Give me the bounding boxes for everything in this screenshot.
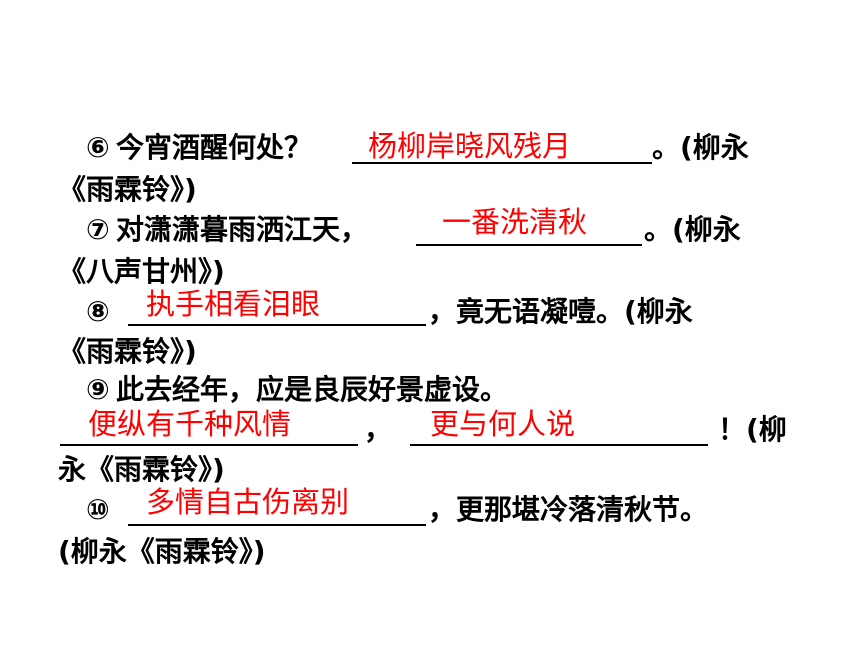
- item-10-label: ⑩: [86, 493, 110, 526]
- item-9-blank-1: [60, 444, 358, 446]
- item-9-source: 永《雨霖铃》): [58, 453, 225, 486]
- item-10-blank: [128, 524, 426, 526]
- item-9-comma: ，: [364, 413, 393, 446]
- item-9-label: ⑨: [86, 373, 110, 406]
- item-6-text: 今宵酒醒何处？: [116, 131, 313, 164]
- item-7-answer: 一番洗清秋: [442, 205, 588, 239]
- item-7-text: 对潇潇暮雨洒江天，: [116, 213, 369, 246]
- item-8-label: ⑧: [86, 295, 110, 328]
- item-6-label: ⑥: [86, 131, 110, 164]
- item-9-tail: ！(柳: [718, 413, 787, 446]
- item-6-tail: 。(柳永: [652, 131, 749, 164]
- item-8-answer: 执手相看泪眼: [146, 287, 321, 321]
- item-9-answer-1: 便纵有千种风情: [88, 407, 292, 441]
- item-10-source: (柳永《雨霖铃》): [58, 535, 266, 568]
- item-10-tail: ，更那堪冷落清秋节。: [428, 493, 709, 526]
- item-8-blank: [128, 324, 426, 326]
- item-6-source: 《雨霖铃》): [58, 173, 197, 206]
- item-7-tail: 。(柳永: [644, 213, 741, 246]
- item-9-blank-2: [410, 444, 708, 446]
- item-6-answer: 杨柳岸晓风残月: [368, 129, 572, 163]
- item-6-blank: [352, 162, 652, 164]
- item-8-tail: ，竟无语凝噎。(柳永: [428, 295, 693, 328]
- item-10-answer: 多情自古伤离别: [146, 485, 350, 519]
- item-7-blank: [416, 244, 642, 246]
- item-9-text: 此去经年，应是良辰好景虚设。: [116, 373, 509, 406]
- item-7-label: ⑦: [86, 213, 110, 246]
- item-7-source: 《八声甘州》): [58, 255, 225, 288]
- item-9-answer-2: 更与何人说: [430, 407, 576, 441]
- item-8-source: 《雨霖铃》): [58, 335, 197, 368]
